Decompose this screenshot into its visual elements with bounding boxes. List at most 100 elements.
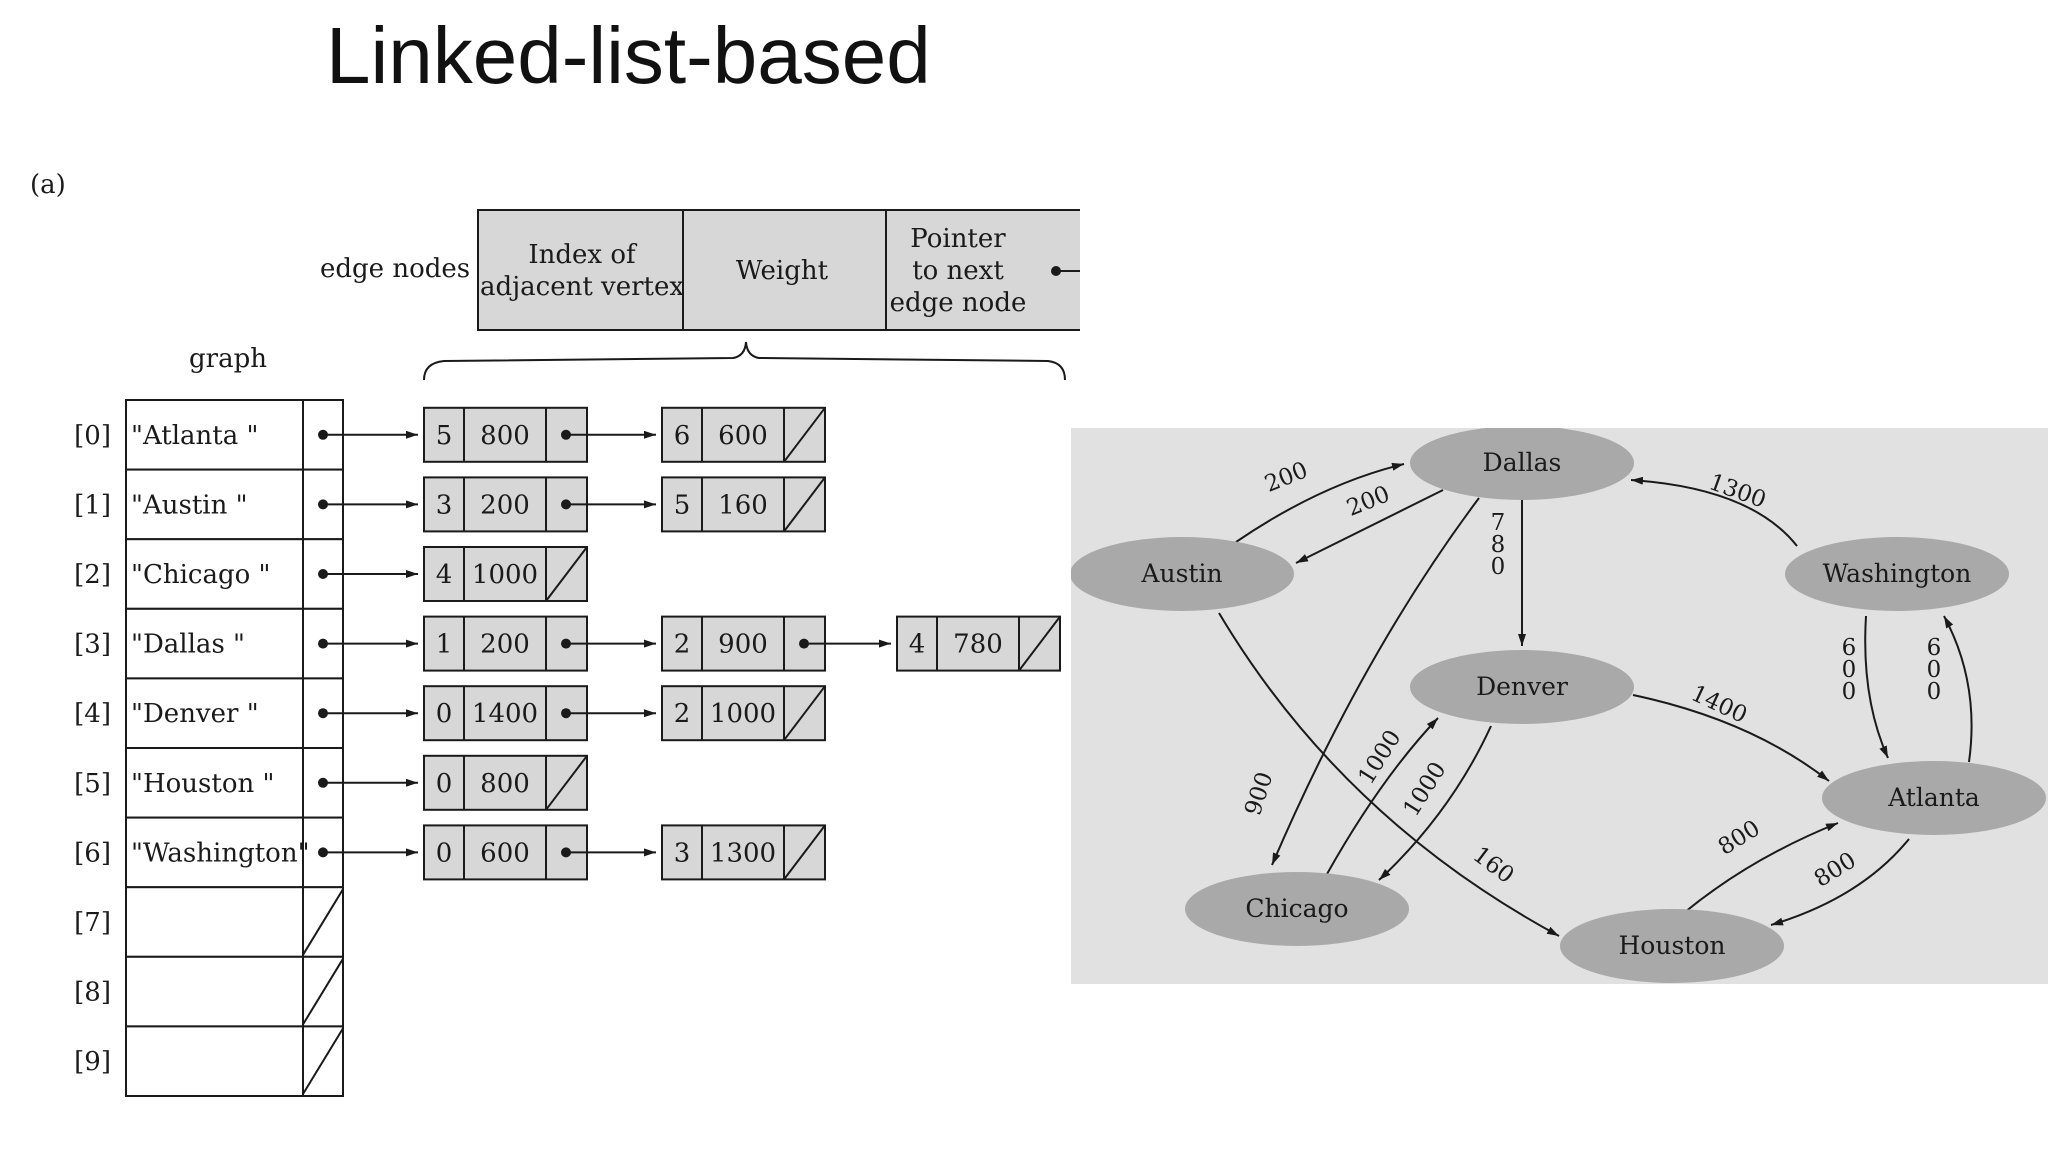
- edge-node: 0 600: [423, 824, 588, 881]
- edge-node-weight: 800: [480, 769, 530, 799]
- edge-node-index: 3: [436, 490, 453, 520]
- vertex-name: "Houston ": [131, 769, 274, 799]
- edge-node-index: 6: [674, 421, 691, 451]
- graph-edge: [1295, 489, 1444, 564]
- graph-edge: [1943, 615, 1973, 763]
- vertex-index: [8]: [74, 978, 111, 1008]
- edge-node-index: 4: [436, 560, 453, 590]
- edge-node-box: [661, 406, 826, 463]
- edge-node-weight: 200: [480, 490, 530, 520]
- graph-edge: [1632, 694, 1830, 782]
- vertex-index: [4]: [74, 699, 111, 729]
- vertex-name: "Dallas ": [131, 630, 245, 660]
- null-pointer: [783, 824, 826, 881]
- graph-edge: [1684, 822, 1839, 913]
- null-pointer: [783, 685, 826, 741]
- graph-node-shape: [1410, 428, 1634, 500]
- graph-edge-weight: 800: [1714, 815, 1765, 860]
- graph-node-shape: [1822, 761, 2046, 835]
- edge-node-box: [423, 546, 588, 602]
- graph-edge: [1235, 462, 1405, 543]
- slide-title: Linked-list-based: [326, 11, 931, 100]
- edge-node: 3 200: [423, 476, 588, 533]
- edge-node-weight: 1000: [472, 560, 538, 590]
- vertex-row: [9]: [74, 1025, 344, 1098]
- null-pointer: [302, 888, 344, 956]
- vertex-name: "Atlanta ": [131, 421, 258, 451]
- graph-node-label: Chicago: [1245, 894, 1348, 923]
- graph-node: Houston: [1560, 909, 1784, 983]
- brace: [423, 341, 1066, 381]
- graph-edge: [1326, 717, 1439, 875]
- graph-edge: [1770, 838, 1910, 926]
- null-pointer: [783, 407, 826, 463]
- vertex-name: "Chicago ": [131, 560, 271, 590]
- graph-edge: [1271, 497, 1480, 866]
- vertex-name: "Denver ": [131, 699, 259, 729]
- edge-node-weight: 200: [480, 630, 530, 660]
- graph-edge-weight: 800: [1810, 847, 1861, 892]
- legend-field-pointer-text: Pointer: [910, 224, 1006, 254]
- graph-node-label: Denver: [1476, 672, 1568, 701]
- graph-edge-weight: 200: [1261, 457, 1311, 498]
- edge-node-index: 0: [436, 699, 453, 729]
- graph-edge-weight: 600: [1921, 635, 1947, 701]
- edge-node-index: 4: [909, 630, 926, 660]
- vertex-name-cell: [125, 747, 304, 819]
- vertex-name-cell: [125, 677, 304, 750]
- edge-node-index: 3: [674, 838, 691, 868]
- vertex-index: [9]: [74, 1047, 111, 1077]
- edge-node-box: [661, 685, 826, 742]
- legend-field-pointer-text: to next: [912, 256, 1004, 286]
- edge-node-box: [661, 615, 826, 672]
- legend-field-weight-text: Weight: [736, 256, 829, 286]
- vertex-name: "Washington": [131, 838, 310, 868]
- graph-node: Denver: [1410, 650, 1634, 724]
- graph-node-label: Dallas: [1483, 448, 1562, 477]
- graph-edge-weight: 600: [1836, 635, 1862, 701]
- graph-node-shape: [1185, 872, 1409, 946]
- edge-node-index: 2: [674, 630, 691, 660]
- edge-node-box: [896, 615, 1061, 672]
- vertex-name-cell: [125, 538, 304, 610]
- edge-node: 4 1000: [423, 546, 588, 602]
- graph-node: Atlanta: [1822, 761, 2046, 835]
- graph-edge: [1630, 476, 1798, 547]
- null-pointer: [1018, 615, 1061, 672]
- edge-node-weight: 600: [718, 421, 768, 451]
- edge-node-weight: 780: [953, 630, 1003, 660]
- edge-node-index: 1: [436, 630, 453, 660]
- vertex-name: "Austin ": [131, 490, 248, 520]
- graph-node-shape: [1785, 537, 2009, 611]
- edge-node-box: [423, 476, 588, 533]
- graph-edge-weight: 900: [1240, 769, 1278, 819]
- vertex-row: [8]: [74, 955, 344, 1028]
- null-pointer: [545, 755, 588, 811]
- graph-node-shape: [1071, 537, 1294, 611]
- edge-node-weight: 1400: [472, 699, 538, 729]
- graph-node: Chicago: [1185, 872, 1409, 946]
- edge-node-box: [661, 824, 826, 881]
- null-pointer: [302, 1027, 344, 1095]
- edge-node-weight: 600: [480, 838, 530, 868]
- edge-node-index: 0: [436, 769, 453, 799]
- vertex-name-cell: [125, 607, 304, 680]
- edge-node-weight: 160: [718, 490, 768, 520]
- edge-node: 6 600: [661, 406, 826, 463]
- graph-edge: [1864, 615, 1889, 759]
- edge-node-weight: 900: [718, 630, 768, 660]
- edge-node-index: 0: [436, 838, 453, 868]
